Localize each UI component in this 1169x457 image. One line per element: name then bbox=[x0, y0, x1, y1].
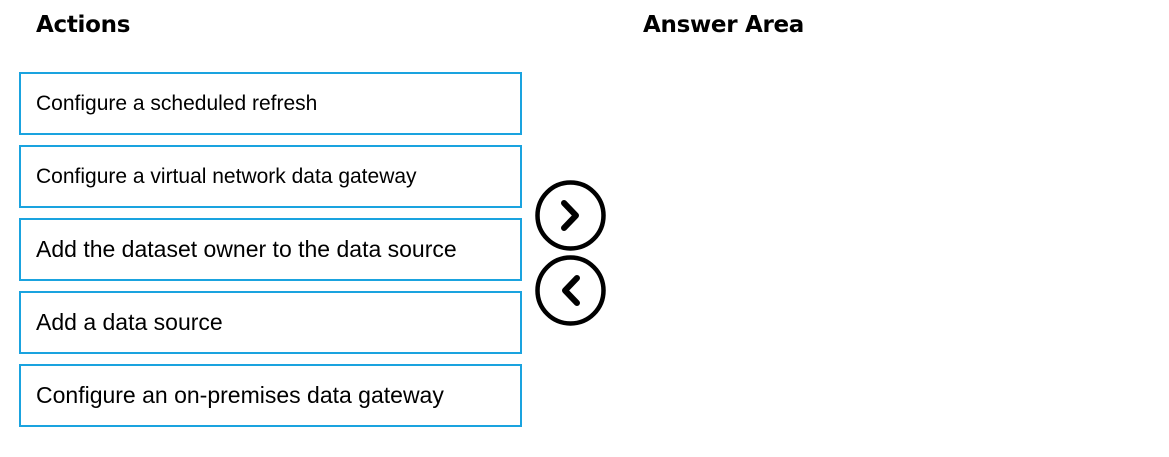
action-item-add-dataset-owner[interactable]: Add the dataset owner to the data source bbox=[19, 218, 522, 281]
chevron-left-circle-icon bbox=[535, 255, 606, 326]
answer-area-drop-zone[interactable] bbox=[630, 60, 1150, 440]
action-item-label: Add a data source bbox=[36, 309, 223, 335]
action-item-label: Configure a virtual network data gateway bbox=[36, 164, 417, 188]
action-item-label: Configure a scheduled refresh bbox=[36, 91, 318, 115]
chevron-right-circle-icon bbox=[535, 180, 606, 251]
actions-heading: Actions bbox=[36, 12, 131, 38]
actions-list: Configure a scheduled refresh Configure … bbox=[19, 72, 522, 437]
action-item-label: Add the dataset owner to the data source bbox=[36, 236, 457, 262]
action-item-configure-virtual-network-gateway[interactable]: Configure a virtual network data gateway bbox=[19, 145, 522, 208]
move-right-button[interactable] bbox=[534, 179, 607, 252]
action-item-label: Configure an on-premises data gateway bbox=[36, 382, 444, 408]
action-item-add-data-source[interactable]: Add a data source bbox=[19, 291, 522, 354]
action-item-configure-scheduled-refresh[interactable]: Configure a scheduled refresh bbox=[19, 72, 522, 135]
answer-area-heading: Answer Area bbox=[643, 12, 805, 38]
action-item-configure-on-premises-gateway[interactable]: Configure an on-premises data gateway bbox=[19, 364, 522, 427]
move-left-button[interactable] bbox=[534, 254, 607, 327]
